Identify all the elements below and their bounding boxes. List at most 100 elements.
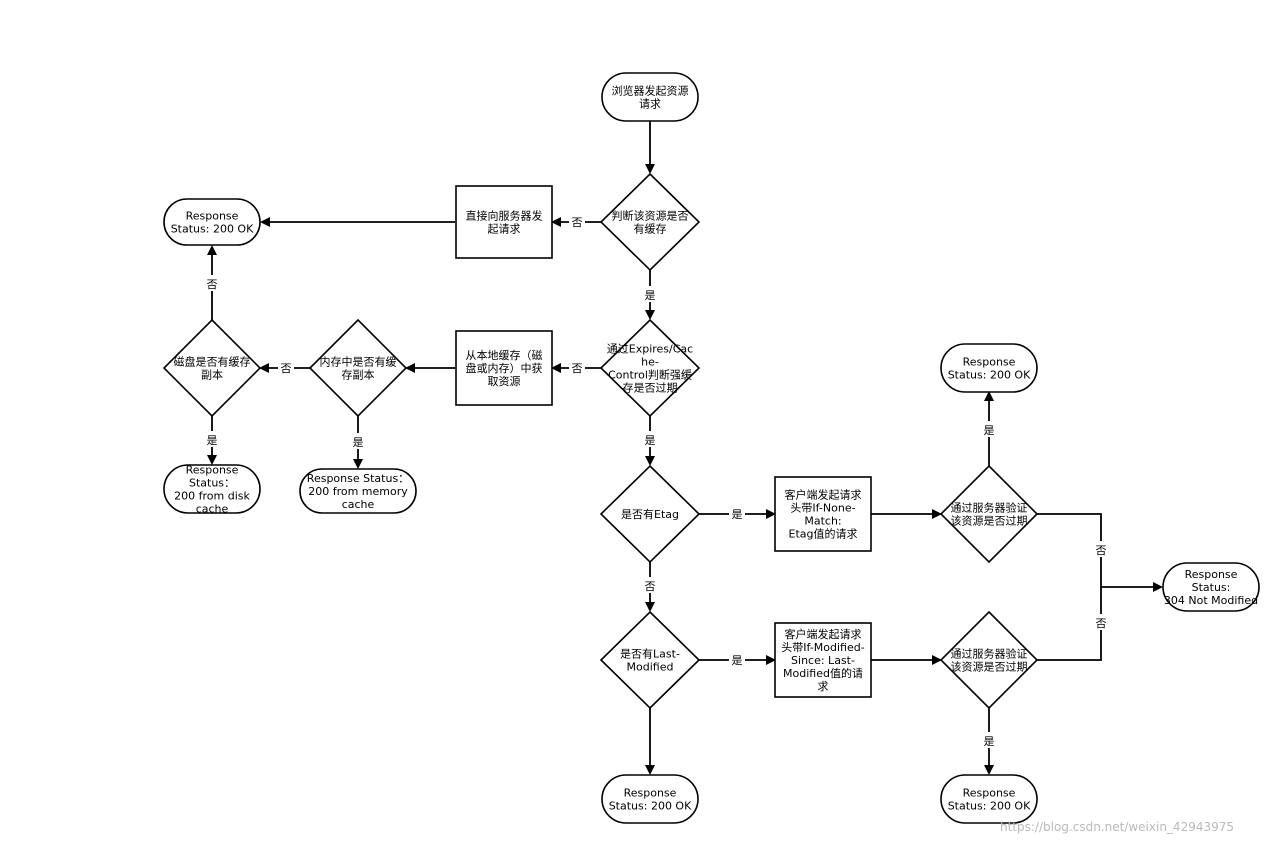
node-label-line: 取资源 — [488, 374, 521, 388]
node-label-line: Status: 200 OK — [948, 369, 1031, 382]
decision-shape — [162, 318, 262, 418]
node-has-last-modified: 是否有Last-Modified — [599, 610, 701, 710]
node-label-line: 请求 — [639, 98, 661, 111]
edge-label-text: 否 — [1096, 617, 1107, 630]
node-has-etag: 是否有Etag — [599, 464, 701, 564]
node-label-line: Response — [1185, 568, 1238, 581]
node-label-line: Response — [963, 787, 1016, 800]
edge-label-yes: 是 — [350, 433, 366, 449]
edge-label-text: 是 — [645, 434, 656, 447]
process-shape — [774, 622, 872, 698]
node-label-line: 通过服务器验证 — [951, 647, 1028, 661]
decision-shape — [599, 318, 701, 418]
edge-label-text: 是 — [207, 434, 218, 447]
edge-label-no: 否 — [642, 577, 658, 593]
terminal-shape — [601, 72, 699, 122]
node-label-line: Modified值的请 — [783, 666, 863, 680]
node-label-line: 200 from disk — [174, 490, 250, 503]
edge-label-text: 是 — [984, 735, 995, 748]
node-label-line: Status： — [189, 477, 235, 490]
edge-label-no: 否 — [1093, 541, 1109, 557]
watermark: https://blog.csdn.net/weixin_42943975 — [1000, 820, 1234, 834]
node-label-line: 盘或内存）中获 — [466, 361, 543, 375]
decision-shape — [599, 610, 701, 710]
edge-label-text: 否 — [1096, 544, 1107, 557]
node-label-line: Response — [963, 356, 1016, 369]
node-label-line: 304 Not Modified — [1164, 594, 1258, 607]
node-label-line: Status: 200 OK — [948, 800, 1031, 813]
edge-label-yes: 是 — [642, 286, 658, 302]
node-label-line: cache — [196, 503, 229, 516]
node-label-line: 求 — [818, 680, 829, 693]
edge-label-yes: 是 — [729, 651, 745, 667]
decision-shape — [939, 610, 1039, 710]
node-label-line: 内存中是否有缓 — [320, 355, 397, 369]
node-label-line: Response Status： — [307, 472, 409, 485]
edge-label-text: 是 — [353, 436, 364, 449]
terminal-shape — [940, 774, 1038, 824]
node-label-line: Match: — [804, 515, 841, 528]
decision-shape — [939, 464, 1039, 564]
nodes-layer: 浏览器发起资源请求判断该资源是否有缓存直接向服务器发起请求ResponseSta… — [162, 72, 1260, 824]
terminal-shape — [1162, 562, 1260, 612]
terminal-shape — [163, 464, 261, 514]
process-shape — [455, 185, 553, 259]
edge-label-text: 否 — [572, 362, 583, 375]
decision-shape — [599, 464, 701, 564]
node-label-line: 200 from memory — [308, 485, 408, 498]
node-label-line: 有缓存 — [634, 222, 667, 236]
edge-label-no: 否 — [569, 359, 585, 375]
decision-shape — [308, 318, 408, 418]
process-shape — [455, 330, 553, 406]
edge-label-text: 是 — [732, 508, 743, 521]
node-label-line: 头带If-None- — [790, 502, 855, 515]
node-label-line: Modified — [627, 661, 674, 674]
node-label-line: 起请求 — [488, 223, 521, 236]
edge-label-no: 否 — [278, 359, 294, 375]
node-label-line: 磁盘是否有缓存 — [174, 355, 251, 369]
edge-label-text: 是 — [984, 424, 995, 437]
node-label-line: 浏览器发起资源 — [612, 84, 689, 98]
node-label-line: 存副本 — [342, 368, 375, 382]
node-label-line: 判断该资源是否 — [612, 209, 689, 223]
node-label-line: Since: Last- — [791, 654, 855, 667]
node-label-line: Response — [186, 464, 239, 477]
node-label-line: Response — [624, 787, 677, 800]
edge-label-yes: 是 — [981, 732, 997, 748]
node-label-line: 通过Expires/Cac — [607, 343, 693, 356]
edge-label-text: 否 — [207, 278, 218, 291]
node-label-line: 从本地缓存（磁 — [466, 348, 543, 362]
edge-label-no: 否 — [1093, 614, 1109, 630]
edge-label-text: 否 — [281, 362, 292, 375]
node-label-line: cache — [342, 498, 375, 511]
node-label-line: Status: 200 OK — [609, 800, 692, 813]
node-label-line: Etag值的请求 — [789, 527, 858, 541]
decision-shape — [599, 172, 701, 272]
node-label-line: Status: 200 OK — [171, 223, 254, 236]
edge-label-no: 否 — [204, 275, 220, 291]
node-label-line: 通过服务器验证 — [951, 501, 1028, 515]
node-label-line: Response — [186, 210, 239, 223]
edge-label-text: 是 — [645, 289, 656, 302]
edge-label-yes: 是 — [642, 431, 658, 447]
edge-label-yes: 是 — [729, 505, 745, 521]
edge-labels-layer: 否是否否否是是是是是否否是否是 — [204, 213, 1109, 748]
node-label-line: 直接向服务器发 — [466, 209, 543, 223]
node-label-line: 客户端发起请求 — [785, 488, 862, 502]
